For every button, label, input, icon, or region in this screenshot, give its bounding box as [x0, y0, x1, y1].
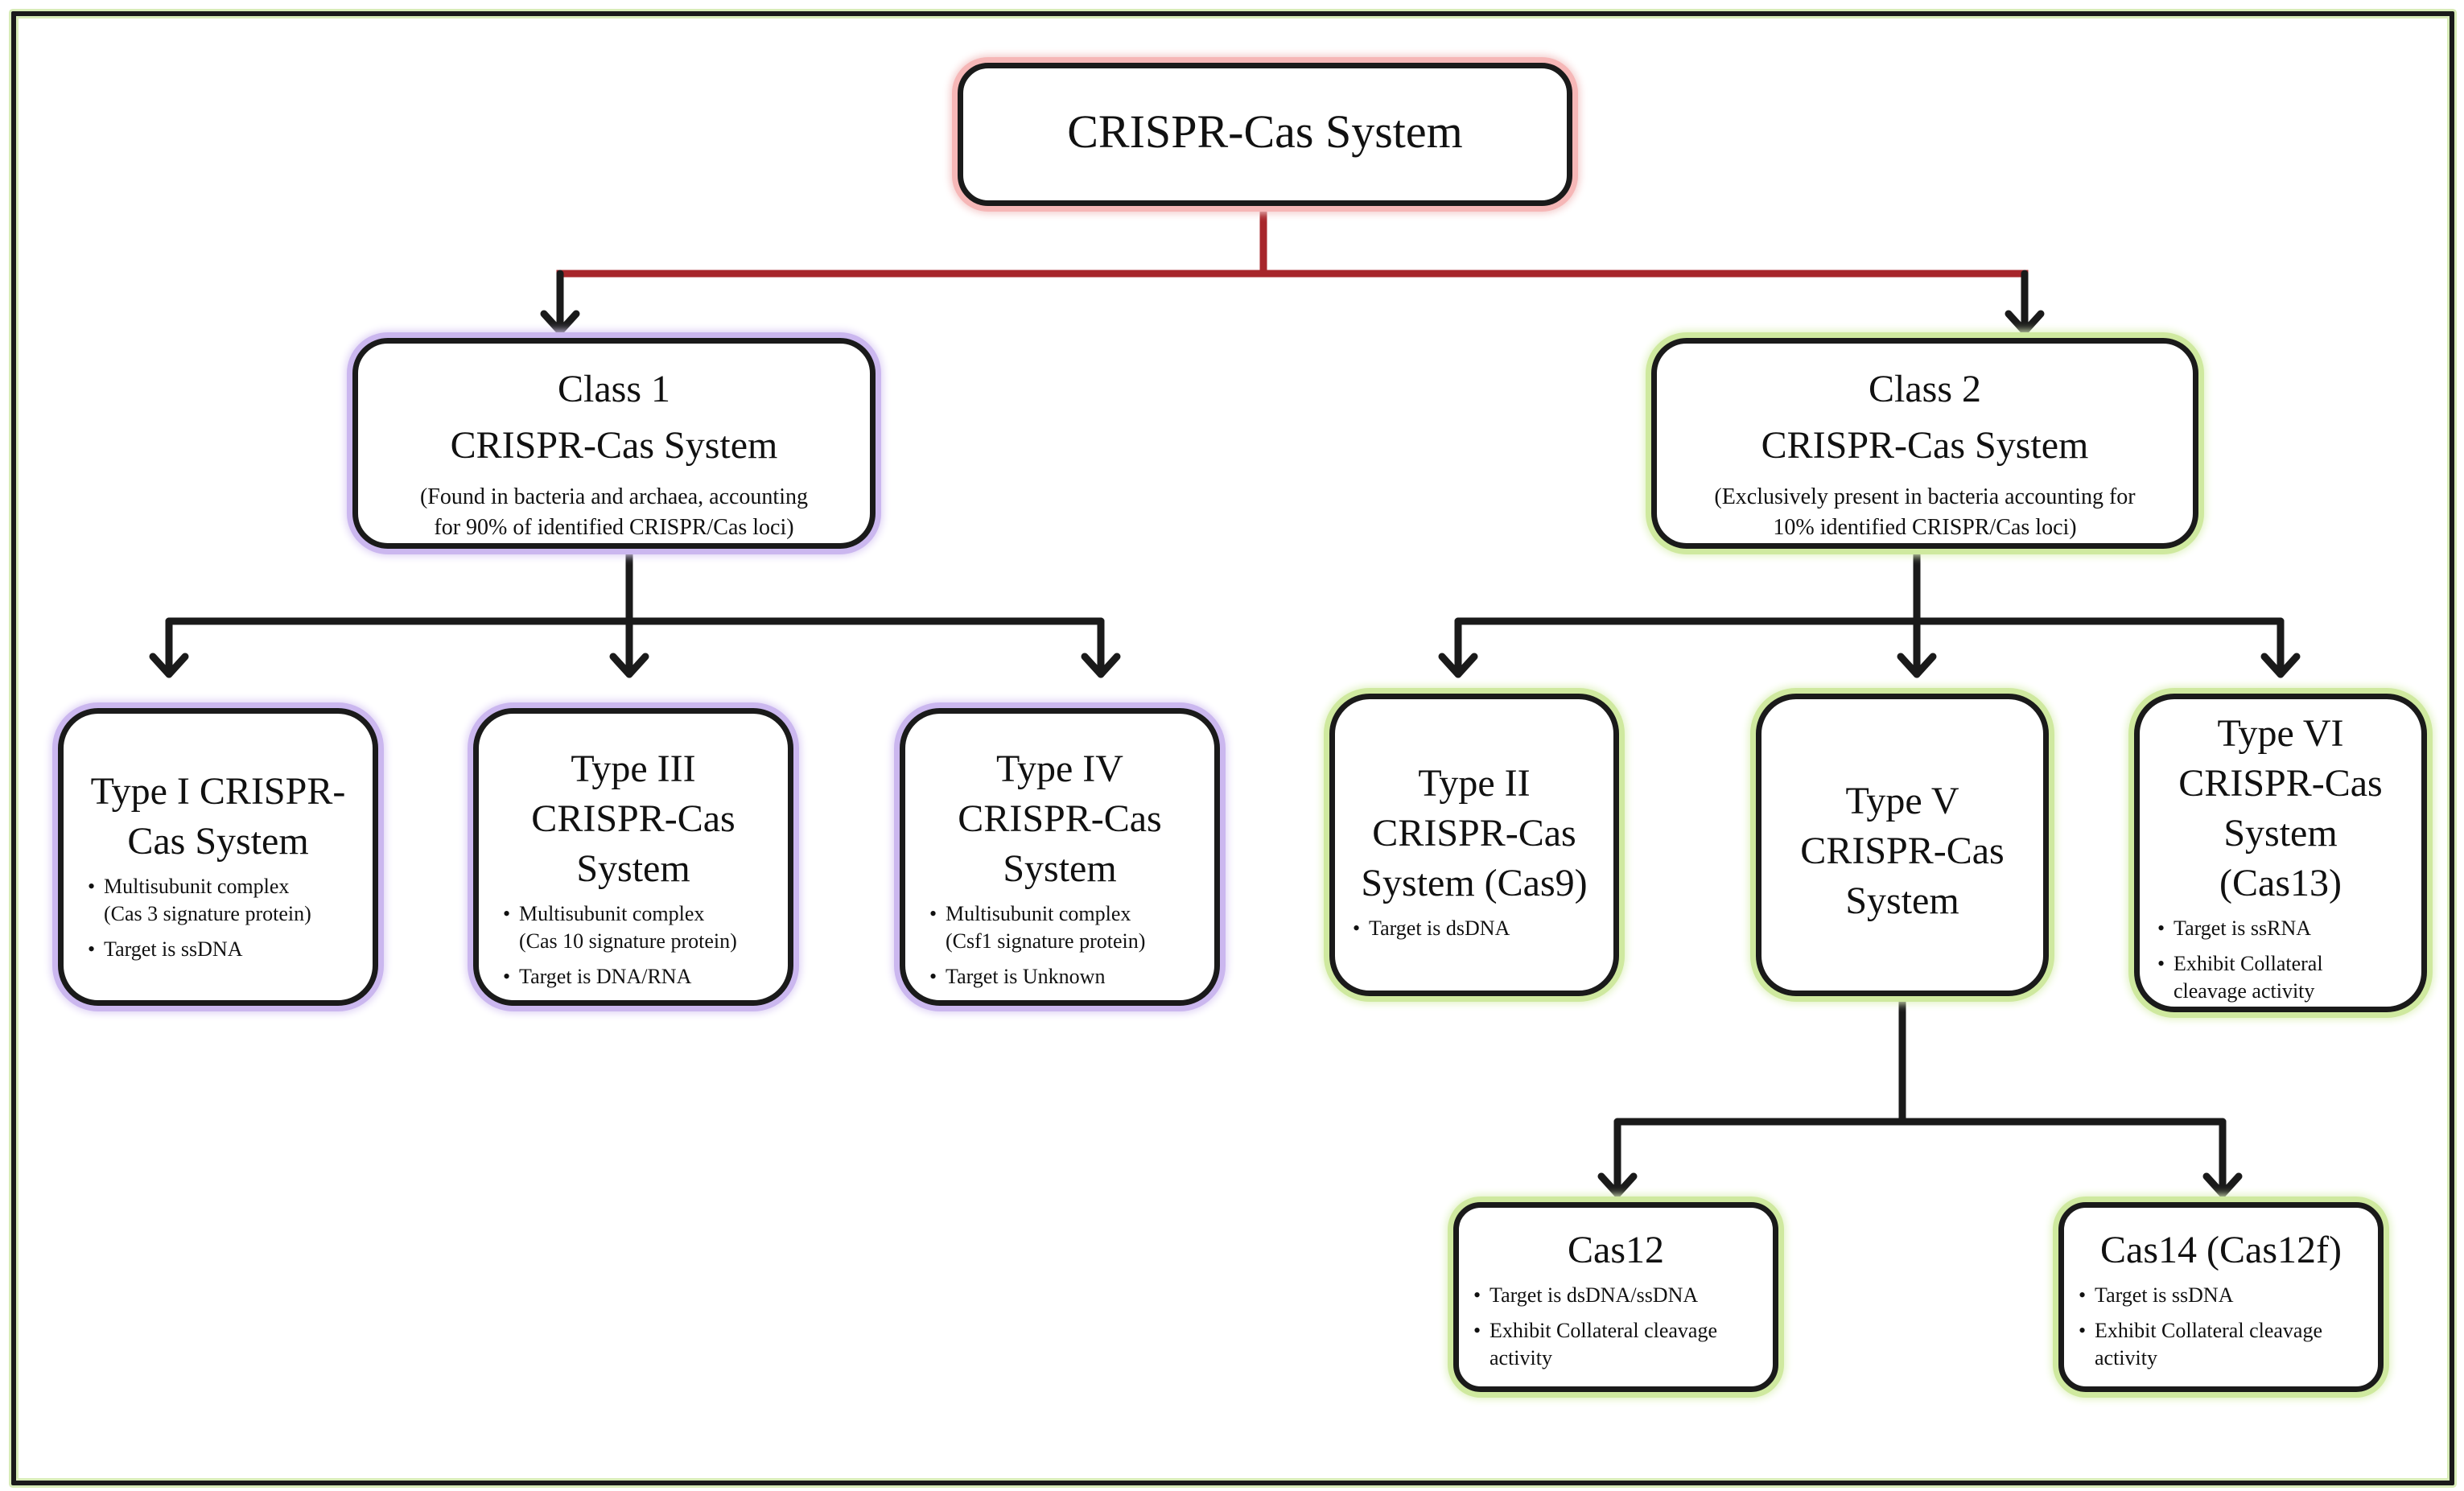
cas12-bullets: Target is dsDNA/ssDNA Exhibit Collateral…: [1459, 1282, 1773, 1372]
class2-connector: [1438, 548, 2301, 678]
type6-title-line1: Type VI: [2217, 712, 2344, 755]
type1-node: Type I CRISPR- Cas System Multisubunit c…: [58, 708, 378, 1006]
type6-title-line3: System: [2223, 812, 2338, 855]
type4-title-line1: Type IV: [996, 748, 1123, 790]
type2-node: Type II CRISPR-Cas System (Cas9) Target …: [1329, 694, 1619, 996]
type2-title-line2: CRISPR-Cas: [1372, 812, 1576, 855]
class1-node: Class 1 CRISPR-Cas System (Found in bact…: [352, 338, 876, 549]
type6-title-line4: (Cas13): [2219, 862, 2342, 904]
cas14-bullet-2-line1: Exhibit Collateral cleavage: [2095, 1319, 2322, 1342]
cas14-bullets: Target is ssDNA Exhibit Collateral cleav…: [2064, 1282, 2378, 1372]
type3-bullet-2: Target is DNA/RNA: [503, 963, 788, 991]
class2-note-line1: (Exclusively present in bacteria account…: [1714, 484, 2136, 509]
type3-bullet-2-text: Target is DNA/RNA: [519, 965, 692, 988]
type4-bullet-1: Multisubunit complex (Csf1 signature pro…: [929, 900, 1214, 955]
class2-node: Class 2 CRISPR-Cas System (Exclusively p…: [1651, 338, 2198, 549]
class1-note-line1: (Found in bacteria and archaea, accounti…: [419, 484, 808, 509]
type3-title-line1: Type III: [571, 748, 696, 790]
cas14-bullet-2-line2: activity: [2095, 1346, 2157, 1369]
class1-connector: [149, 548, 1121, 678]
cas12-bullet-1-text: Target is dsDNA/ssDNA: [1490, 1283, 1699, 1307]
root-connector: [556, 202, 2029, 278]
class1-title-line1: Class 1: [557, 368, 670, 410]
type2-title-line3: System (Cas9): [1361, 862, 1588, 904]
type2-bullets: Target is dsDNA: [1335, 915, 1613, 942]
cas14-node: Cas14 (Cas12f) Target is ssDNA Exhibit C…: [2058, 1202, 2384, 1392]
type5-title-line1: Type V: [1845, 780, 1959, 822]
type4-bullet-1-line1: Multisubunit complex: [946, 902, 1131, 925]
type1-bullet-1-line1: Multisubunit complex: [104, 875, 290, 898]
type3-title-line2: CRISPR-Cas: [531, 797, 735, 840]
type4-title-line2: CRISPR-Cas: [958, 797, 1162, 840]
type3-bullet-1: Multisubunit complex (Cas 10 signature p…: [503, 900, 788, 955]
type2-bullet-1-text: Target is dsDNA: [1369, 916, 1510, 940]
type1-bullet-1-line2: (Cas 3 signature protein): [104, 902, 311, 925]
type4-node: Type IV CRISPR-Cas System Multisubunit c…: [900, 708, 1220, 1006]
type6-bullet-2: Exhibit Collateral cleavage activity: [2157, 950, 2421, 1005]
type3-bullet-1-line2: (Cas 10 signature protein): [519, 929, 737, 953]
type3-title-line3: System: [576, 847, 690, 890]
type2-title-line1: Type II: [1418, 762, 1531, 805]
type5-node: Type V CRISPR-Cas System: [1756, 694, 2049, 996]
cas12-bullet-2-line2: activity: [1490, 1346, 1552, 1369]
type6-title-line2: CRISPR-Cas: [2178, 762, 2383, 805]
type1-title-line1: Type I CRISPR-: [90, 770, 346, 813]
cas14-title: Cas14 (Cas12f): [2100, 1229, 2342, 1271]
cas12-bullet-2: Exhibit Collateral cleavage activity: [1473, 1317, 1773, 1372]
root-node: CRISPR-Cas System: [958, 63, 1572, 206]
type1-title-line2: Cas System: [127, 820, 309, 863]
cas12-bullet-2-line1: Exhibit Collateral cleavage: [1490, 1319, 1717, 1342]
type1-bullets: Multisubunit complex (Cas 3 signature pr…: [64, 873, 373, 963]
class1-note-line2: for 90% of identified CRISPR/Cas loci): [434, 515, 794, 540]
type1-bullet-1: Multisubunit complex (Cas 3 signature pr…: [88, 873, 373, 928]
type3-bullet-1-line1: Multisubunit complex: [519, 902, 705, 925]
type3-node: Type III CRISPR-Cas System Multisubunit …: [473, 708, 793, 1006]
type6-bullet-1: Target is ssRNA: [2157, 915, 2421, 942]
type5-title-line3: System: [1845, 879, 1959, 922]
diagram-frame: [11, 11, 2454, 1485]
type6-bullet-1-text: Target is ssRNA: [2174, 916, 2312, 940]
type4-bullet-2: Target is Unknown: [929, 963, 1214, 991]
cas12-title: Cas12: [1568, 1229, 1664, 1271]
cas12-bullet-1: Target is dsDNA/ssDNA: [1473, 1282, 1773, 1309]
type6-bullet-2-line1: Exhibit Collateral: [2174, 952, 2323, 975]
type1-bullet-2-text: Target is ssDNA: [104, 937, 243, 961]
type2-bullet-1: Target is dsDNA: [1353, 915, 1613, 942]
type4-bullets: Multisubunit complex (Csf1 signature pro…: [905, 900, 1214, 991]
root-title: CRISPR-Cas System: [1067, 105, 1463, 158]
cas12-node: Cas12 Target is dsDNA/ssDNA Exhibit Coll…: [1453, 1202, 1778, 1392]
type1-bullet-2: Target is ssDNA: [88, 936, 373, 963]
type6-node: Type VI CRISPR-Cas System (Cas13) Target…: [2134, 694, 2427, 1012]
class1-title-line2: CRISPR-Cas System: [450, 424, 778, 467]
type5-title-line2: CRISPR-Cas: [1800, 830, 2005, 872]
type4-bullet-2-text: Target is Unknown: [946, 965, 1106, 988]
class2-title-line1: Class 2: [1868, 368, 1981, 410]
type4-title-line3: System: [1003, 847, 1117, 890]
class2-note-line2: 10% identified CRISPR/Cas loci): [1773, 515, 2077, 540]
cas14-bullet-1-text: Target is ssDNA: [2095, 1283, 2234, 1307]
class2-title-line2: CRISPR-Cas System: [1761, 424, 2089, 467]
type5-connector: [1597, 991, 2243, 1198]
type6-bullets: Target is ssRNA Exhibit Collateral cleav…: [2140, 915, 2421, 1005]
type4-bullet-1-line2: (Csf1 signature protein): [946, 929, 1146, 953]
cas14-bullet-1: Target is ssDNA: [2079, 1282, 2378, 1309]
type3-bullets: Multisubunit complex (Cas 10 signature p…: [479, 900, 788, 991]
cas14-bullet-2: Exhibit Collateral cleavage activity: [2079, 1317, 2378, 1372]
type6-bullet-2-line2: cleavage activity: [2174, 979, 2315, 1003]
